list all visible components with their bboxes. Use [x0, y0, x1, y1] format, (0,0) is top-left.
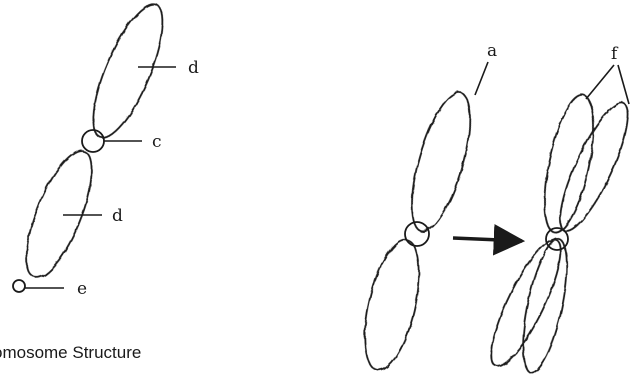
upper-chromatid-arm: [92, 3, 164, 139]
lower-arm: [364, 238, 420, 372]
leader-line-f-right: [617, 64, 630, 105]
centromere-middle: [404, 221, 430, 247]
sister-chromatid-lower-right: [522, 238, 568, 374]
label-f: f: [611, 44, 619, 64]
sister-chromatid-lower-left: [490, 238, 562, 368]
label-d-lower: d: [112, 206, 123, 226]
label-d-upper: d: [188, 58, 199, 78]
leader-line-a: [474, 61, 489, 96]
lower-chromatid-arm: [25, 149, 93, 279]
telomere: [12, 279, 26, 293]
sister-chromatid-upper-right: [559, 102, 629, 232]
replication-arrow: [452, 224, 526, 256]
label-a: a: [487, 41, 497, 61]
sister-chromatid-upper-left: [543, 94, 595, 234]
label-e: e: [77, 279, 87, 299]
centromere-replicated: [545, 227, 569, 251]
diagram-caption: omosome Structure: [0, 343, 142, 362]
label-c: c: [152, 132, 162, 152]
centromere: [81, 129, 105, 153]
replicated-chromosome: f: [490, 44, 630, 374]
unreplicated-chromosome: a: [364, 41, 497, 372]
leader-line-f-left: [585, 64, 615, 100]
chromosome-structure: d c d e: [12, 3, 199, 299]
upper-arm: [411, 91, 471, 233]
